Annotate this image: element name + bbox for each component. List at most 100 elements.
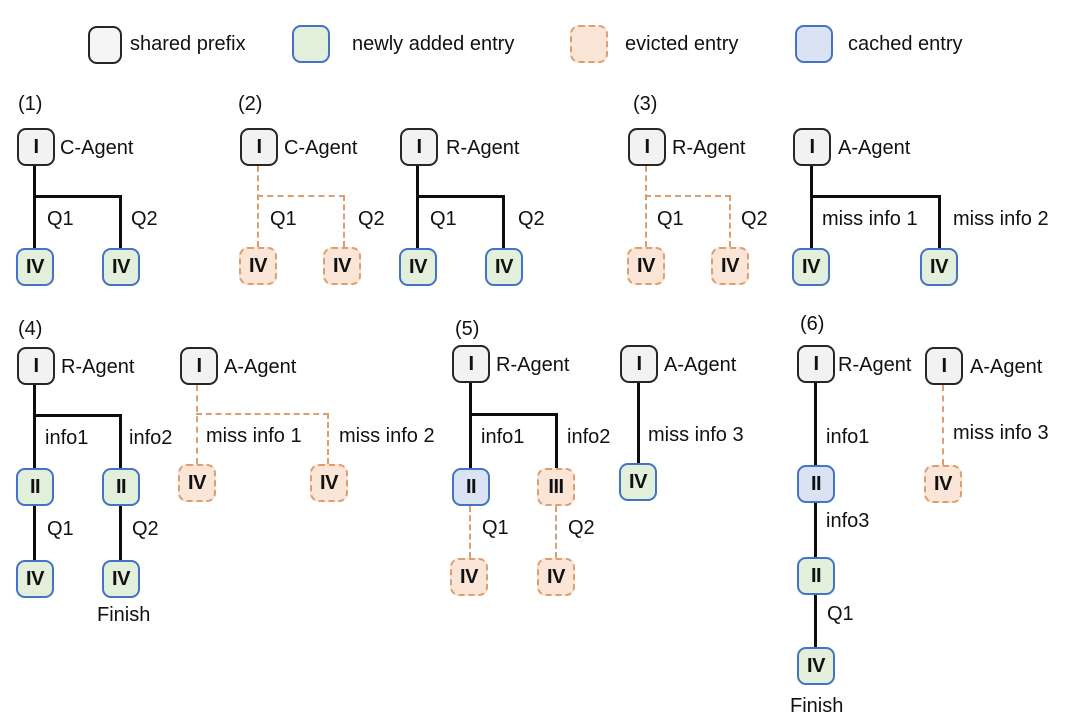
tree-node: IV — [792, 248, 830, 286]
agent-label: R-Agent — [672, 137, 746, 159]
tree-node: II — [452, 468, 490, 506]
tree-node: II — [797, 557, 835, 595]
tree-node: IV — [627, 247, 665, 285]
edge-label: miss info 1 — [206, 425, 302, 447]
section-label: (5) — [455, 318, 480, 340]
edge-line — [814, 503, 818, 557]
legend-label: evicted entry — [625, 33, 739, 55]
tree-node: IV — [924, 465, 962, 503]
tree-node: III — [537, 468, 575, 506]
tree-node: I — [452, 345, 490, 383]
edge-label: Q1 — [430, 208, 457, 230]
tree-node: I — [240, 128, 278, 166]
edge-label: miss info 2 — [953, 208, 1049, 230]
edge-label: info2 — [129, 427, 173, 449]
tree-node: I — [793, 128, 831, 166]
edge-line — [33, 414, 122, 418]
edge-line-dashed — [469, 506, 471, 558]
tree-node: I — [628, 128, 666, 166]
tree-node: IV — [797, 647, 835, 685]
edge-line — [810, 166, 814, 248]
edge-line-dashed — [942, 385, 944, 465]
edge-label: Q1 — [47, 518, 74, 540]
edge-label: info1 — [45, 427, 89, 449]
agent-label: C-Agent — [60, 137, 134, 159]
edge-label: Q2 — [741, 208, 768, 230]
agent-label: A-Agent — [664, 354, 737, 376]
legend-label: shared prefix — [130, 33, 246, 55]
edge-label: miss info 1 — [822, 208, 918, 230]
tree-node: I — [17, 128, 55, 166]
edge-line — [119, 506, 123, 560]
agent-label: R-Agent — [838, 354, 912, 376]
legend-swatch-shared-prefix — [88, 26, 122, 64]
section-label: (3) — [633, 93, 658, 115]
edge-line — [814, 595, 818, 647]
edge-line-dashed — [729, 195, 731, 247]
agent-label: R-Agent — [61, 356, 135, 378]
edge-label: info1 — [481, 426, 525, 448]
edge-label: Q1 — [827, 603, 854, 625]
edge-line-dashed — [343, 195, 345, 247]
edge-line — [119, 195, 123, 248]
edge-label: info2 — [567, 426, 611, 448]
edge-label: Q2 — [518, 208, 545, 230]
legend-swatch-newly-added — [292, 25, 330, 63]
edge-line-dashed — [645, 195, 731, 197]
edge-line-dashed — [645, 166, 647, 247]
tree-node: I — [400, 128, 438, 166]
agent-label: A-Agent — [838, 137, 911, 159]
edge-label: info3 — [826, 510, 870, 532]
tree-node: IV — [16, 248, 54, 286]
legend-label: newly added entry — [352, 33, 515, 55]
agent-label: A-Agent — [970, 356, 1043, 378]
tree-node: IV — [711, 247, 749, 285]
edge-label: miss info 3 — [953, 422, 1049, 444]
legend-swatch-evicted — [570, 25, 608, 63]
tree-node: I — [925, 347, 963, 385]
edge-line — [416, 195, 505, 199]
edge-line — [637, 383, 641, 463]
edge-line — [938, 195, 942, 248]
tree-node: IV — [619, 463, 657, 501]
edge-label: Q1 — [482, 517, 509, 539]
edge-label: miss info 2 — [339, 425, 435, 447]
finish-label: Finish — [790, 695, 844, 717]
agent-label: R-Agent — [496, 354, 570, 376]
section-label: (2) — [238, 93, 263, 115]
tree-node: I — [17, 347, 55, 385]
edge-line — [810, 195, 941, 199]
edge-line-dashed — [257, 166, 259, 247]
edge-label: info1 — [826, 426, 870, 448]
edge-line-dashed — [555, 506, 557, 558]
tree-node: IV — [323, 247, 361, 285]
edge-label: Q2 — [568, 517, 595, 539]
tree-node: IV — [239, 247, 277, 285]
tree-node: IV — [102, 248, 140, 286]
edge-line — [33, 195, 122, 199]
section-label: (1) — [18, 93, 43, 115]
agent-label: R-Agent — [446, 137, 520, 159]
finish-label: Finish — [97, 604, 151, 626]
legend-swatch-cached — [795, 25, 833, 63]
tree-node: II — [16, 468, 54, 506]
tree-node: IV — [102, 560, 140, 598]
edge-line — [119, 414, 123, 468]
edge-line — [555, 413, 559, 468]
tree-node: I — [620, 345, 658, 383]
edge-label: Q2 — [132, 518, 159, 540]
edge-label: Q1 — [657, 208, 684, 230]
tree-node: IV — [16, 560, 54, 598]
edge-line-dashed — [327, 413, 329, 464]
tree-node: IV — [399, 248, 437, 286]
tree-node: IV — [178, 464, 216, 502]
edge-label: Q2 — [131, 208, 158, 230]
edge-label: Q2 — [358, 208, 385, 230]
edge-line — [33, 385, 37, 468]
section-label: (4) — [18, 318, 43, 340]
tree-node: IV — [537, 558, 575, 596]
section-label: (6) — [800, 313, 825, 335]
tree-node: II — [102, 468, 140, 506]
agent-label: A-Agent — [224, 356, 297, 378]
